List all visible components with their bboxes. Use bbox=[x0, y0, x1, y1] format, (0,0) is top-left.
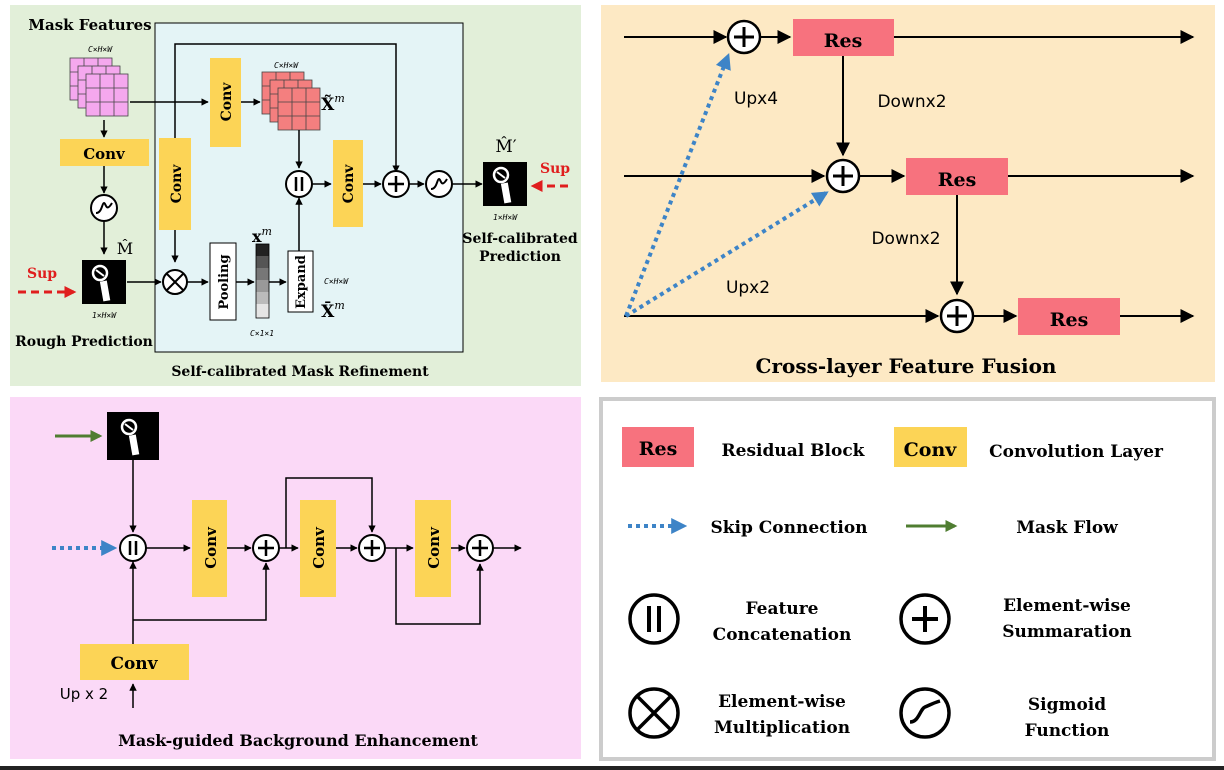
upx4-label: Upx4 bbox=[734, 89, 778, 109]
xbar-label: X̄m bbox=[321, 299, 345, 322]
mgbe-bottom-conv-block bbox=[80, 644, 189, 680]
mhat-label: M̂ bbox=[117, 239, 133, 258]
rough-conv-block bbox=[60, 139, 149, 166]
mgbe-sum-icon-1 bbox=[251, 533, 281, 563]
rough-prediction-mask-icon bbox=[80, 258, 128, 306]
self-calibrated-mask-icon bbox=[481, 160, 529, 208]
concat-icon bbox=[284, 169, 314, 199]
dim-label-rough: 1×H×W bbox=[92, 311, 117, 320]
bottom-rule bbox=[0, 766, 1224, 770]
legend-conv-swatch bbox=[894, 427, 967, 467]
mgbe-conv-block-2 bbox=[300, 500, 336, 597]
downx2-label-1: Downx2 bbox=[877, 92, 946, 112]
clff-res-block-2 bbox=[906, 158, 1008, 195]
mgbe-concat-icon bbox=[118, 533, 148, 563]
mgbe-upx2-label: Up x 2 bbox=[60, 685, 108, 703]
dim-label-expand: C×H×W bbox=[324, 277, 349, 286]
x-small-label: xm bbox=[252, 225, 272, 246]
mgbe-panel: Conv Conv Conv Conv Up x 2 Mask-guided B… bbox=[10, 397, 581, 759]
mgbe-conv-label-2: Conv bbox=[310, 526, 328, 569]
legend-elem-sum-1: Element-wise bbox=[1003, 596, 1131, 616]
mgbe-sum-icon-2 bbox=[357, 533, 387, 563]
self-calibrated-label-2: Prediction bbox=[479, 249, 561, 265]
multiply-icon bbox=[162, 269, 188, 295]
legend-res-swatch bbox=[622, 427, 694, 467]
skip-connection-upx4 bbox=[624, 53, 731, 317]
mask-features-label: Mask Features bbox=[28, 16, 151, 34]
legend-sum-icon bbox=[899, 593, 951, 645]
legend-concat-icon bbox=[628, 593, 680, 645]
xtilde-label: X̃m bbox=[321, 92, 345, 115]
top-conv-block bbox=[210, 58, 241, 147]
clff-sum-icon-2 bbox=[825, 158, 861, 194]
sum-icon bbox=[381, 169, 411, 199]
mgbe-conv-block-3 bbox=[415, 500, 451, 597]
mask-feature-cube-icon bbox=[69, 57, 129, 117]
mhat-prime-label: M̂′ bbox=[495, 137, 516, 157]
legend-mask-flow: Mask Flow bbox=[1016, 518, 1118, 538]
legend-elem-sum-2: Summaration bbox=[1002, 622, 1132, 642]
skip-connection-upx2 bbox=[624, 191, 829, 318]
scmr-panel: Mask Features C×H×W Conv M̂ 1×H×W Rough … bbox=[10, 5, 581, 386]
legend-sigmoid-2: Function bbox=[1025, 721, 1110, 741]
upx2-label: Upx2 bbox=[726, 278, 770, 298]
inner-conv-block bbox=[159, 138, 191, 230]
clff-res-label-3: Res bbox=[1050, 309, 1089, 331]
legend-convolution-layer: Convolution Layer bbox=[989, 442, 1164, 462]
legend-residual-block: Residual Block bbox=[722, 441, 866, 461]
clff-res-block-1 bbox=[793, 19, 894, 56]
refined-feature-cube-icon bbox=[261, 71, 321, 131]
mgbe-conv-label-1: Conv bbox=[202, 526, 220, 569]
rough-conv-label: Conv bbox=[83, 145, 126, 163]
legend-multiply-icon bbox=[628, 687, 680, 739]
legend-feature-1: Feature bbox=[746, 599, 819, 619]
mgbe-sum-icon-3 bbox=[465, 533, 495, 563]
expand-label: Expand bbox=[294, 255, 309, 309]
mgbe-mask-icon bbox=[107, 412, 159, 460]
sigmoid-icon bbox=[90, 194, 118, 222]
clff-sum-icon-3 bbox=[939, 298, 975, 334]
dim-label-refined: C×H×W bbox=[274, 61, 299, 70]
legend-sigmoid-1: Sigmoid bbox=[1028, 695, 1106, 715]
mgbe-conv-block-1 bbox=[192, 500, 227, 597]
clff-sum-icon-1 bbox=[726, 19, 762, 55]
right-conv-block bbox=[333, 140, 363, 227]
dim-label-c11: C×1×1 bbox=[250, 329, 274, 338]
clff-res-label-2: Res bbox=[938, 169, 977, 191]
mgbe-background bbox=[10, 397, 581, 759]
scmr-title: Self-calibrated Mask Refinement bbox=[171, 364, 429, 380]
top-conv-label: Conv bbox=[219, 82, 235, 122]
legend-skip-connection: Skip Connection bbox=[710, 518, 867, 538]
clff-res-block-3 bbox=[1018, 298, 1120, 335]
self-calibrated-label-1: Self-calibrated bbox=[462, 231, 578, 247]
mgbe-conv-label-3: Conv bbox=[425, 526, 443, 569]
inner-conv-label: Conv bbox=[169, 164, 185, 204]
legend-elem-mul-2: Multiplication bbox=[714, 718, 850, 738]
sup-label-left: Sup bbox=[27, 266, 57, 282]
mgbe-title: Mask-guided Background Enhancement bbox=[118, 731, 478, 750]
dim-label-output: 1×H×W bbox=[493, 213, 518, 222]
expand-block bbox=[287, 250, 314, 313]
pooling-label: Pooling bbox=[217, 254, 232, 309]
legend-res-label: Res bbox=[639, 438, 678, 460]
legend-sigmoid-icon bbox=[899, 687, 951, 739]
rough-prediction-label: Rough Prediction bbox=[15, 334, 153, 350]
legend-elem-mul-1: Element-wise bbox=[718, 692, 846, 712]
pooled-vector-icon bbox=[255, 243, 270, 319]
mgbe-bottom-conv-label: Conv bbox=[110, 654, 158, 674]
legend-feature-2: Concatenation bbox=[713, 625, 852, 645]
right-conv-label: Conv bbox=[341, 164, 357, 204]
sup-label-right: Sup bbox=[540, 161, 570, 177]
sigmoid-icon-2 bbox=[425, 170, 453, 198]
clff-title: Cross-layer Feature Fusion bbox=[756, 354, 1057, 378]
legend-panel: Res Residual Block Conv Convolution Laye… bbox=[599, 397, 1216, 761]
legend-conv-label: Conv bbox=[904, 439, 958, 461]
clff-panel: Res Downx2 Res Downx2 Res Upx4 Upx2 Cros… bbox=[601, 5, 1215, 382]
downx2-label-2: Downx2 bbox=[871, 229, 940, 249]
clff-res-label-1: Res bbox=[824, 30, 863, 52]
dim-label-input: C×H×W bbox=[88, 45, 113, 54]
